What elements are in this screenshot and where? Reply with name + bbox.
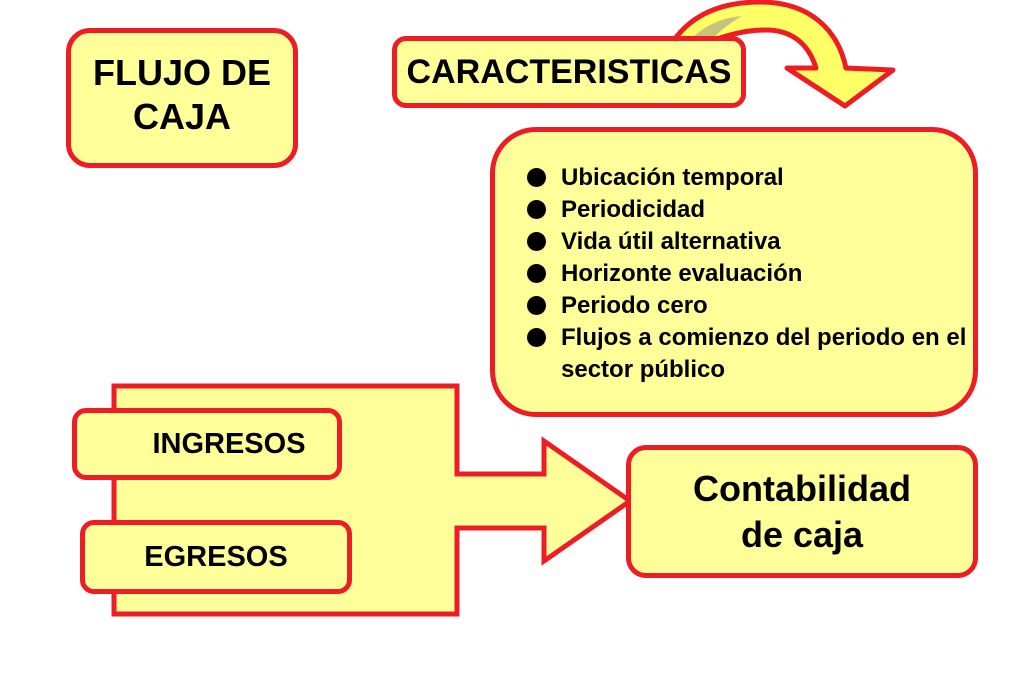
contabilidad-line2: de caja xyxy=(740,514,864,555)
flujo-title-line1: FLUJO DE xyxy=(92,52,271,93)
bullet-icon xyxy=(527,264,546,283)
egresos-box: EGRESOS xyxy=(80,520,352,594)
bullet-icon xyxy=(527,296,546,315)
flujo-title-line2: CAJA xyxy=(132,96,231,137)
egresos-label: EGRESOS xyxy=(144,541,288,573)
bullet-icon xyxy=(527,232,546,251)
ingresos-box: INGRESOS xyxy=(72,408,342,480)
bullet-icon xyxy=(527,168,546,187)
list-item: Horizonte evaluación xyxy=(523,258,981,290)
list-item: Vida útil alternativa xyxy=(523,226,981,258)
caracteristicas-box: CARACTERISTICAS xyxy=(392,36,746,108)
list-item: Periodo cero xyxy=(523,290,981,322)
contabilidad-line1: Contabilidad xyxy=(693,468,911,509)
caracteristicas-label: CARACTERISTICAS xyxy=(406,53,732,91)
ingresos-label: INGRESOS xyxy=(152,428,306,460)
characteristics-list-box: Ubicación temporal Periodicidad Vida úti… xyxy=(490,127,978,417)
flujo-de-caja-box: FLUJO DE CAJA xyxy=(66,28,298,168)
contabilidad-de-caja-box: Contabilidad de caja xyxy=(626,445,978,578)
list-item: Flujos a comienzo del periodo en el sect… xyxy=(523,322,981,386)
bullet-icon xyxy=(527,200,546,219)
list-item: Ubicación temporal xyxy=(523,162,981,194)
bullet-icon xyxy=(527,328,546,347)
characteristics-list: Ubicación temporal Periodicidad Vida úti… xyxy=(523,162,973,386)
list-item: Periodicidad xyxy=(523,194,981,226)
